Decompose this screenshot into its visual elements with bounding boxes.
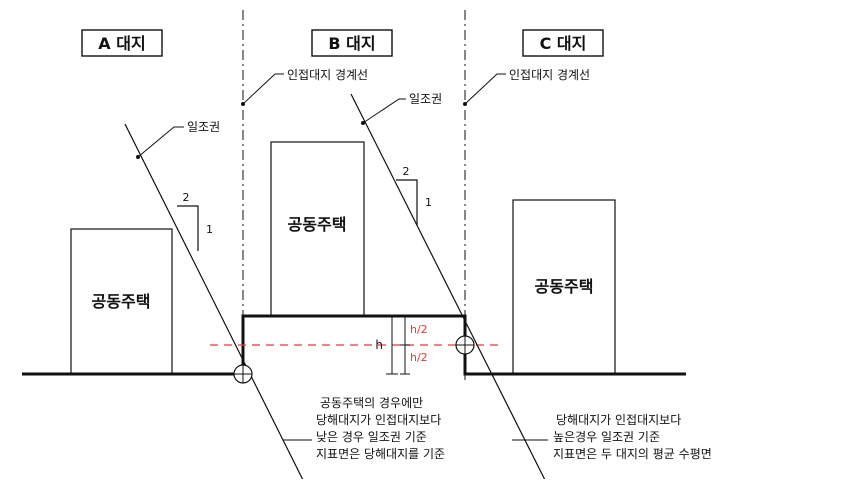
note-left-line: 지표면은 당해대지를 기준	[316, 447, 445, 461]
building-c: 공동주택	[512, 199, 616, 375]
reference-marker-right	[455, 335, 475, 355]
half-height-top-label: h/2	[410, 323, 428, 336]
building-b: 공동주택	[270, 141, 365, 317]
note-left-line: 공동주택의 경우에만	[320, 396, 423, 410]
building-a-label: 공동주택	[92, 292, 151, 311]
lot-b-label: B 대지	[328, 34, 375, 53]
lot-c-title: C 대지	[522, 29, 604, 57]
sunlight-line-right	[350, 93, 548, 483]
slope-rise-left: 1	[206, 223, 213, 236]
height-label: h	[375, 338, 383, 352]
boundary-label-right: 인접대지 경계선	[509, 68, 590, 82]
lot-c-label: C 대지	[540, 34, 587, 53]
sunlight-leader-left	[137, 126, 184, 158]
note-right: 당해대지가 인접대지보다 높은경우 일조권 기준 지표면은 두 대지의 평균 수…	[553, 413, 712, 461]
ground-line	[22, 314, 686, 376]
slope-triangle-right: 2 1	[396, 165, 432, 225]
note-right-line: 당해대지가 인접대지보다	[556, 413, 681, 427]
lot-b-title: B 대지	[311, 29, 393, 57]
sunlight-label-right: 일조권	[409, 92, 442, 106]
lot-a-title: A 대지	[81, 29, 163, 57]
note-right-line: 지표면은 두 대지의 평균 수평면	[553, 447, 712, 461]
boundary-leader-right	[464, 73, 506, 105]
slope-triangle-left: 2 1	[177, 191, 213, 251]
building-a: 공동주택	[70, 228, 173, 375]
note-left-line: 낮은 경우 일조권 기준	[316, 430, 427, 444]
sunlight-leader-right	[362, 98, 406, 124]
slope-rise-right: 1	[425, 196, 432, 209]
lot-a-label: A 대지	[98, 34, 145, 53]
note-right-line: 높은경우 일조권 기준	[553, 430, 660, 444]
building-b-label: 공동주택	[288, 215, 347, 234]
slope-run-right: 2	[403, 165, 410, 178]
slope-run-left: 2	[183, 191, 190, 204]
note-left: 공동주택의 경우에만 당해대지가 인접대지보다 낮은 경우 일조권 기준 지표면…	[316, 396, 445, 461]
reference-marker-left	[233, 364, 253, 384]
sunlight-line-left	[124, 123, 306, 483]
height-dimension: h h/2 h/2	[375, 315, 428, 375]
note-left-line: 당해대지가 인접대지보다	[316, 413, 441, 427]
building-c-label: 공동주택	[535, 277, 594, 296]
boundary-leader-left	[242, 73, 284, 105]
sunlight-label-left: 일조권	[187, 120, 220, 134]
half-height-bottom-label: h/2	[410, 351, 428, 364]
boundary-label-left: 인접대지 경계선	[287, 68, 368, 82]
